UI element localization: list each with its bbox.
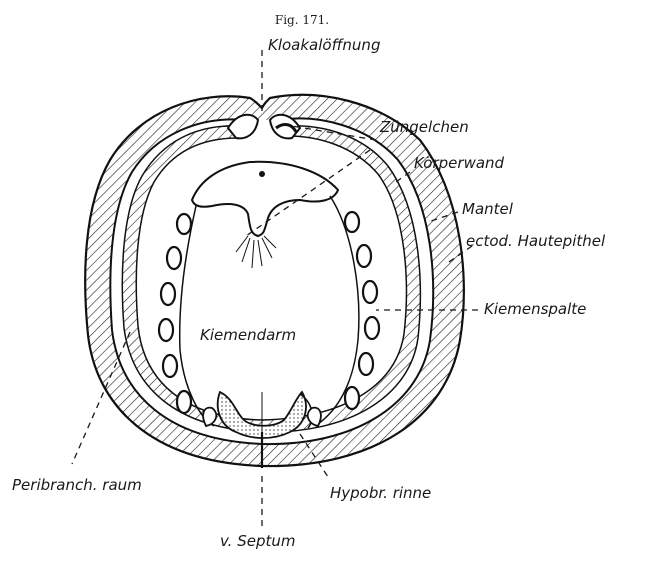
label-kiemendarm: Kiemendarm	[200, 326, 296, 344]
label-v-septum: v. Septum	[220, 532, 295, 550]
dorsal-dot	[259, 171, 265, 177]
label-mantel: Mantel	[462, 200, 514, 218]
label-zuengelchen: Züngelchen	[379, 118, 469, 136]
label-koerperwand: Körperwand	[414, 154, 505, 172]
label-peribranch-raum: Peribranch. raum	[12, 476, 142, 494]
label-kiemenspalte: Kiemenspalte	[484, 300, 586, 318]
figure-number: Fig. 171.	[275, 13, 329, 27]
label-hautepithel: ectod. Hautepithel	[466, 232, 606, 250]
label-hypobr-rinne: Hypobr. rinne	[330, 484, 431, 502]
label-kloakaloeffnung: Kloakalöffnung	[268, 36, 380, 54]
